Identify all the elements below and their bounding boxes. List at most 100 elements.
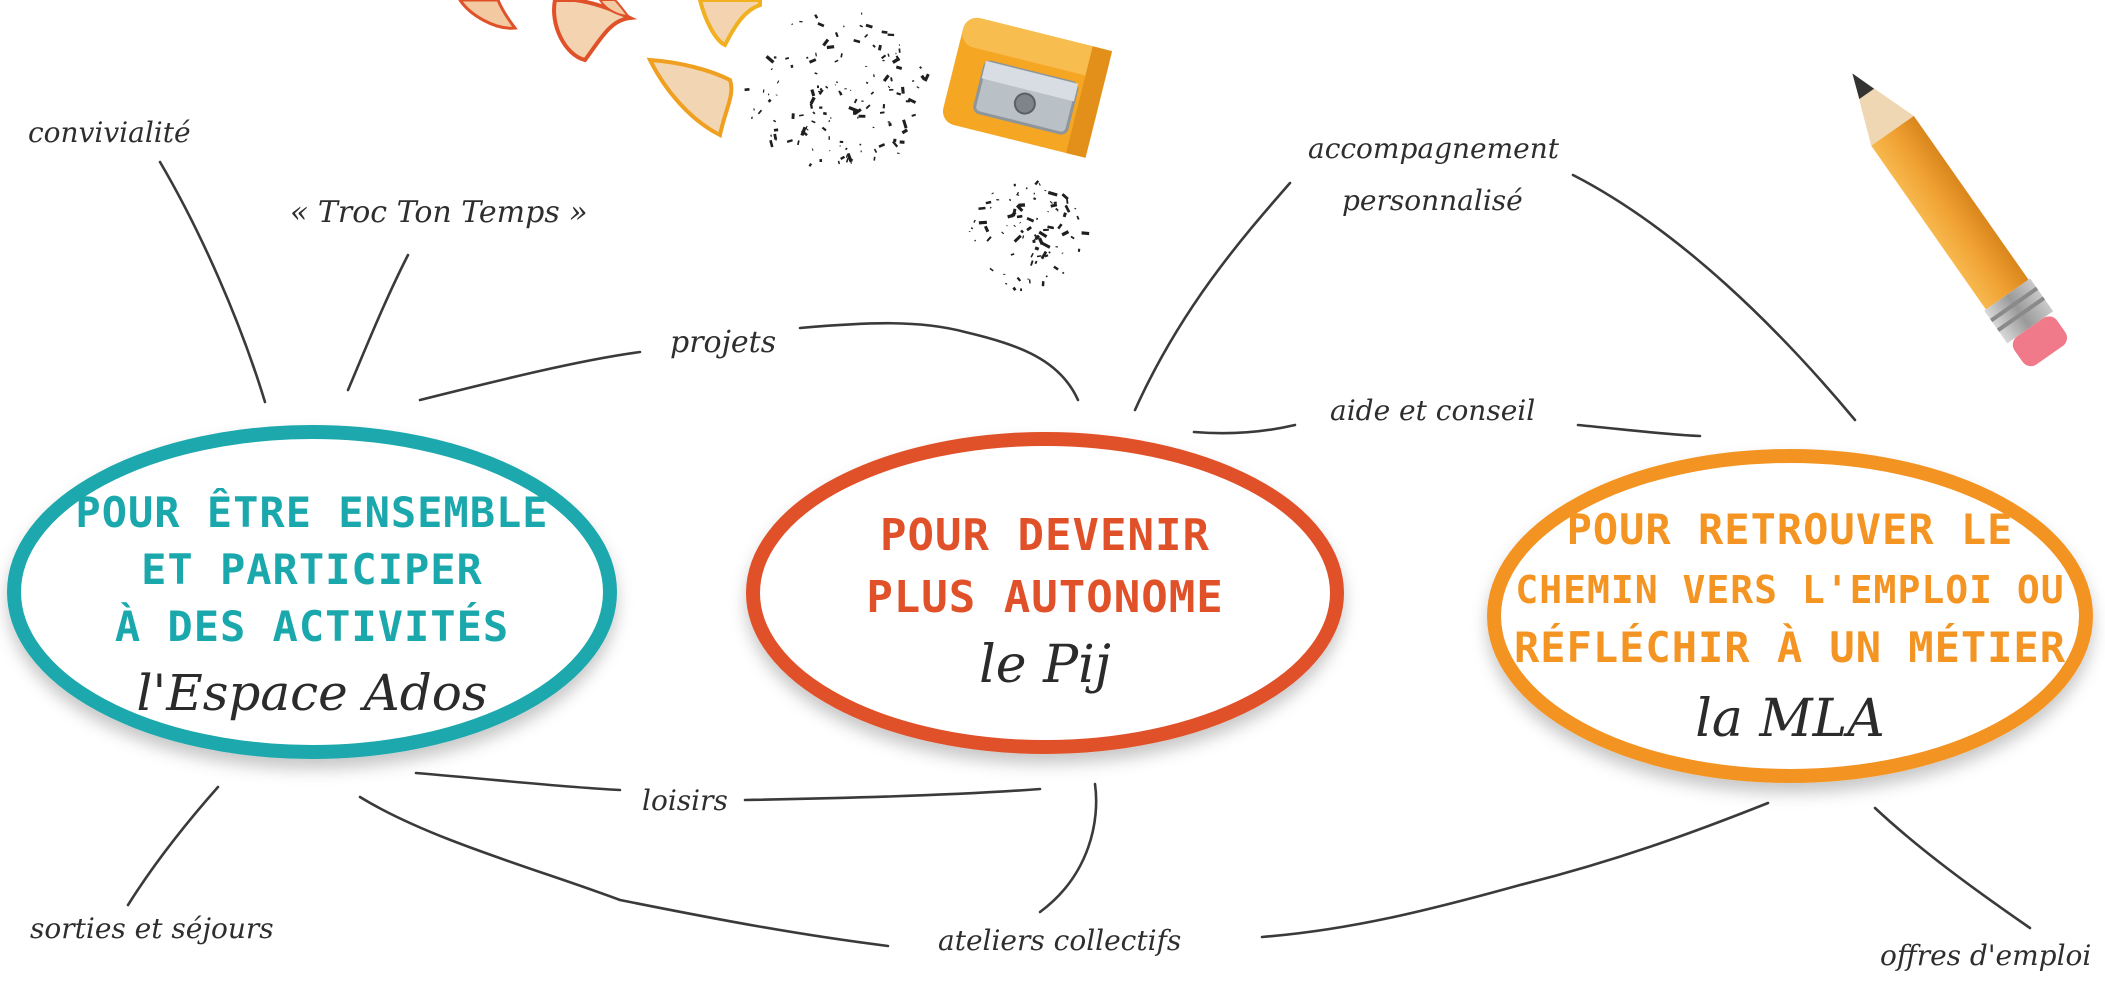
graphite-speck xyxy=(810,89,816,97)
graphite-speck xyxy=(865,23,873,29)
graphite-speck xyxy=(753,108,755,111)
graphite-speck xyxy=(872,44,876,48)
graphite-speck xyxy=(834,31,839,38)
graphite-speck xyxy=(1074,207,1077,210)
graphite-speck xyxy=(887,121,891,123)
graphite-speck xyxy=(791,113,795,119)
graphite-speck xyxy=(1036,255,1042,258)
graphite-speck xyxy=(902,119,908,129)
graphite-speck xyxy=(882,59,885,62)
graphite-speck xyxy=(889,88,894,91)
graphite-speck xyxy=(873,156,876,161)
graphite-speck xyxy=(770,134,773,137)
graphite-speck xyxy=(983,225,990,233)
graphite-speck xyxy=(844,147,848,151)
graphite-speck xyxy=(1035,217,1039,220)
pencil-shavings-icon xyxy=(458,0,762,138)
graphite-speck xyxy=(837,160,840,165)
hub-mla-name: la MLA xyxy=(1695,689,1885,749)
graphite-speck xyxy=(974,239,977,242)
hub-mla-title-line-2: CHEMIN VERS L'EMPLOI OU xyxy=(1515,568,2064,612)
graphite-speck xyxy=(870,91,875,95)
graphite-speck xyxy=(840,155,846,161)
graphite-speck xyxy=(887,53,890,57)
graphite-speck xyxy=(1027,278,1029,280)
hub-espace-ados-title-line-1: POUR ÊTRE ENSEMBLE xyxy=(75,487,548,537)
graphite-speck xyxy=(882,104,886,109)
graphite-speck xyxy=(1040,250,1048,260)
graphite-speck xyxy=(858,114,866,118)
graphite-speck xyxy=(1012,208,1017,217)
floating-labels: convivialité « Troc Ton Temps » projets … xyxy=(28,116,2091,972)
hub-espace-ados-title-line-2: ET PARTICIPER xyxy=(141,545,483,594)
graphite-speck xyxy=(1026,226,1032,232)
graphite-speck xyxy=(1048,251,1051,254)
graphite-speck xyxy=(872,126,875,129)
graphite-speck xyxy=(808,163,813,167)
graphite-speck xyxy=(853,108,862,116)
label-offres-d-emploi: offres d'emploi xyxy=(1880,939,2091,972)
graphite-speck xyxy=(767,93,770,96)
graphite-speck xyxy=(878,143,886,148)
graphite-speck xyxy=(865,66,868,67)
graphite-speck xyxy=(816,85,820,89)
graphite-speck xyxy=(968,231,971,233)
graphite-speck xyxy=(898,48,901,53)
graphite-speck xyxy=(873,148,878,153)
hub-pij-title-line-1: POUR DEVENIR xyxy=(880,510,1210,561)
label-accompagnement: accompagnement xyxy=(1308,132,1560,165)
graphite-speck xyxy=(1019,221,1022,224)
label-projets: projets xyxy=(670,325,776,360)
graphite-speck xyxy=(892,140,899,148)
graphite-speck xyxy=(1081,231,1090,236)
graphite-speck xyxy=(865,81,869,85)
graphite-speck xyxy=(1038,183,1041,186)
graphite-speck xyxy=(853,98,858,104)
graphite-speck xyxy=(1044,254,1049,258)
graphite-speck xyxy=(814,14,819,19)
graphite-speck xyxy=(838,90,843,96)
hub-pij-title-line-2: PLUS AUTONOME xyxy=(866,572,1223,623)
graphite-speck xyxy=(865,104,871,110)
graphite-speck xyxy=(857,116,859,119)
graphite-speck xyxy=(1020,229,1024,234)
graphite-speck xyxy=(757,109,763,115)
graphite-speck xyxy=(828,119,831,123)
graphite-speck xyxy=(1030,252,1034,258)
graphite-speck xyxy=(1012,286,1017,291)
graphite-speck xyxy=(826,45,835,50)
graphite-speck xyxy=(1053,265,1059,271)
graphite-speck xyxy=(887,33,895,37)
graphite-speck xyxy=(866,105,869,108)
graphite-speck xyxy=(859,143,862,146)
graphite-speck xyxy=(850,162,853,164)
graphite-speck xyxy=(896,92,902,96)
graphite-speck xyxy=(819,106,823,109)
graphite-speck xyxy=(839,140,844,144)
graphite-speck xyxy=(1025,187,1028,190)
graphite-speck xyxy=(809,96,816,105)
graphite-speck xyxy=(882,74,890,82)
graphite-speck xyxy=(1049,200,1053,204)
graphite-speck xyxy=(785,56,790,60)
graphite-speck xyxy=(1010,253,1015,256)
graphite-speck xyxy=(853,39,861,44)
graphite-speck xyxy=(773,128,779,132)
graphite-speck xyxy=(860,150,862,153)
graphite-speck xyxy=(1057,223,1063,230)
graphite-speck xyxy=(880,54,887,60)
graphite-speck xyxy=(985,200,992,205)
pencil-sharpener-icon xyxy=(942,17,1113,158)
graphite-speck xyxy=(907,97,917,104)
graphite-speck xyxy=(819,159,822,163)
graphite-speck xyxy=(1015,204,1024,213)
graphite-speck xyxy=(770,68,773,71)
graphite-speck xyxy=(989,267,994,272)
graphite-speck xyxy=(1061,271,1065,275)
graphite-speck xyxy=(895,65,903,70)
graphite-speck xyxy=(1070,235,1075,240)
graphite-speck xyxy=(773,119,777,123)
graphite-speck xyxy=(996,199,1000,201)
graphite-speck xyxy=(896,152,900,155)
